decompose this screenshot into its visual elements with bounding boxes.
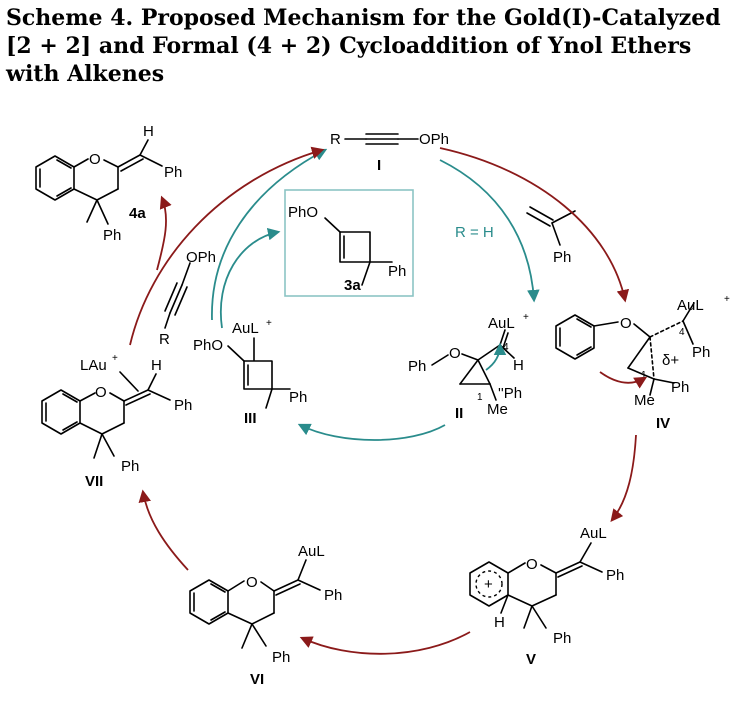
product-3a: PhO Ph 3a	[284, 189, 414, 297]
intermediate-II: Ph O AuL + 4 H 1 ''Ph Me II	[408, 312, 529, 422]
charge-plus: +	[484, 576, 493, 593]
label-III: III	[244, 410, 257, 427]
atom-Ph: Ph	[671, 379, 689, 396]
intermediate-VI: O AuL Ph Ph VI	[189, 543, 342, 688]
atom-Me: Me	[634, 392, 655, 409]
atom-O: O	[526, 556, 538, 573]
atom-PhO: PhO	[193, 337, 223, 354]
arrow-I-to-IV	[439, 147, 630, 303]
atom-Ph: Ph	[324, 587, 342, 604]
atom-O: O	[89, 151, 101, 168]
label-V: V	[526, 651, 536, 668]
charge-plus: +	[112, 353, 118, 364]
arrow-VI-to-VII	[138, 489, 189, 571]
atom-Ph: Ph	[553, 249, 571, 266]
delta-plus: δ+	[662, 352, 679, 369]
charge-plus: +	[724, 294, 730, 305]
atom-Ph: Ph	[553, 630, 571, 647]
atom-Ph: Ph	[692, 344, 710, 361]
atom-Ph: Ph	[164, 164, 182, 181]
label-VI: VI	[250, 671, 264, 688]
atom-Ph: Ph	[174, 397, 192, 414]
position-4: 4	[679, 327, 685, 338]
atom-LAu: LAu	[80, 357, 107, 374]
atom-AuL: AuL	[488, 315, 515, 332]
atom-AuL: AuL	[298, 543, 325, 560]
atom-R: R	[330, 131, 341, 148]
arrow-VII-to-I	[129, 146, 325, 346]
product-4a: O H Ph Ph 4a	[35, 123, 182, 244]
atom-Ph: Ph	[606, 567, 624, 584]
atom-O: O	[95, 384, 107, 401]
atom-R: R	[159, 331, 170, 348]
label-II: II	[455, 405, 463, 422]
atom-H: H	[143, 123, 154, 140]
intermediate-IV: O AuL + 4 Ph δ+ 1 Ph Me IV	[555, 294, 730, 432]
atom-H: H	[494, 614, 505, 631]
intermediate-III: PhO AuL + Ph III	[193, 318, 307, 427]
atom-Ph: ''Ph	[498, 385, 522, 402]
label-VII: VII	[85, 473, 103, 490]
atom-Me: Me	[487, 401, 508, 418]
compound-I: R OPh I	[330, 131, 449, 174]
atom-O: O	[246, 574, 258, 591]
intermediate-VII: O LAu + H Ph Ph VII	[41, 353, 192, 490]
atom-AuL: AuL	[580, 525, 607, 542]
r-equals-h-note: R = H	[455, 224, 494, 241]
atom-Ph: Ph	[121, 458, 139, 475]
atom-OPh: OPh	[186, 249, 216, 266]
atom-AuL: AuL	[232, 320, 259, 337]
atom-Ph: Ph	[388, 263, 406, 280]
arrow-III-to-I	[211, 148, 328, 321]
position-1: 1	[641, 370, 647, 381]
arrow-V-to-VI	[299, 631, 471, 655]
atom-Ph: Ph	[289, 389, 307, 406]
label-3a: 3a	[344, 277, 361, 294]
atom-PhO: PhO	[288, 204, 318, 221]
cycle-arrows	[129, 146, 637, 655]
scheme-caption: Scheme 4. Proposed Mechanism for the Gol…	[6, 5, 721, 87]
atom-Ph: Ph	[408, 358, 426, 375]
position-1: 1	[477, 392, 483, 403]
atom-OPh: OPh	[419, 131, 449, 148]
arrow-II-to-III	[297, 423, 446, 441]
atom-Ph: Ph	[103, 227, 121, 244]
atom-O: O	[449, 345, 461, 362]
arrow-VII-to-4a	[156, 195, 172, 271]
label-4a: 4a	[129, 205, 146, 222]
atom-H: H	[513, 357, 524, 374]
atom-Ph: Ph	[272, 649, 290, 666]
intermediate-V: + O H AuL Ph Ph V	[469, 525, 624, 668]
label-I: I	[377, 157, 381, 174]
arrow-IV-to-V	[610, 434, 637, 522]
label-IV: IV	[656, 415, 670, 432]
charge-plus: +	[523, 312, 529, 323]
arrow-III-to-3a	[220, 227, 281, 329]
ynol-ether-reagent: OPh R	[159, 249, 216, 348]
atom-H: H	[151, 357, 162, 374]
product-3a-box	[284, 189, 414, 297]
atom-O: O	[620, 315, 632, 332]
alkene-reagent: Ph R = H	[455, 206, 576, 266]
atom-AuL: AuL	[677, 297, 704, 314]
arrow-I-to-II	[439, 159, 540, 303]
charge-plus: +	[266, 318, 272, 329]
